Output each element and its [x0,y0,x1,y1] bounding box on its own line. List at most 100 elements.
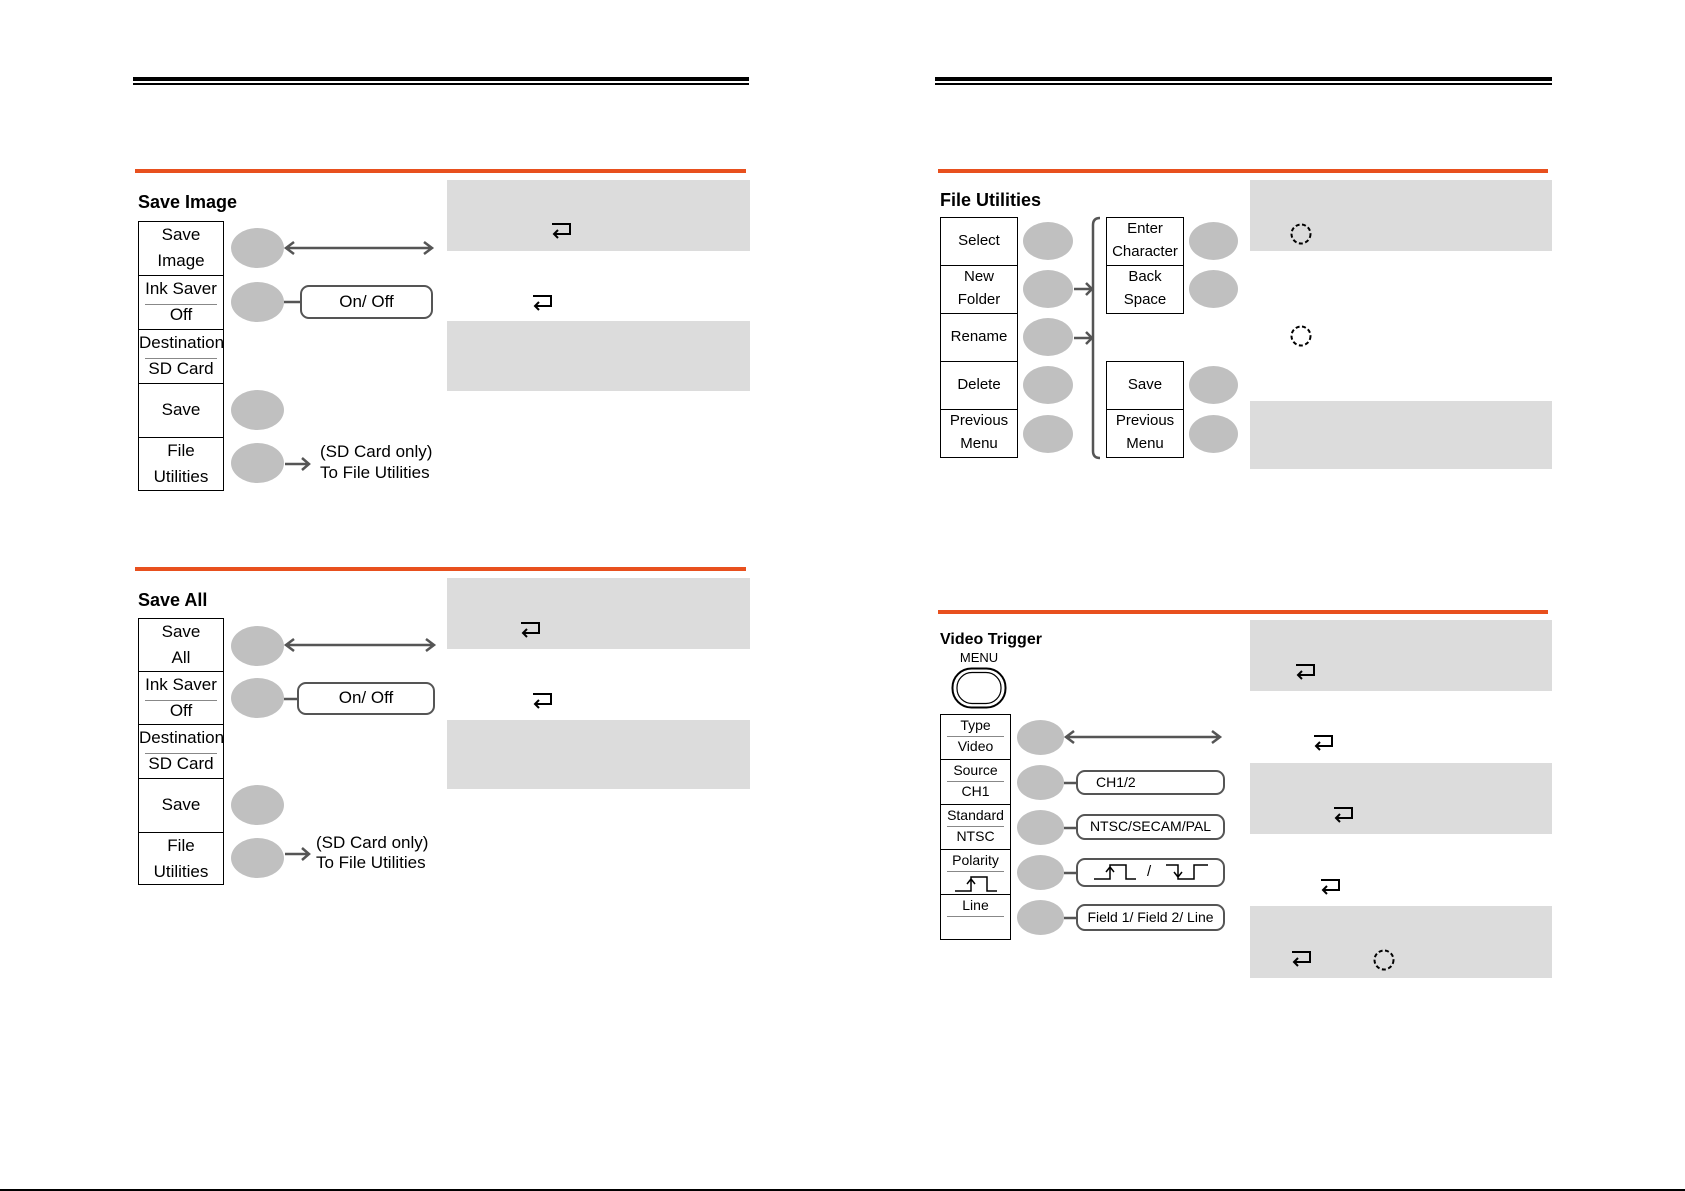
connector-line [1064,871,1078,875]
new-folder-key[interactable]: New Folder [941,266,1017,314]
previous-menu-key[interactable]: Previous Menu [949,412,1009,452]
line-key[interactable]: Line [941,895,1010,941]
connector-line [284,697,298,701]
connector-line [1064,781,1078,785]
section-title-file-utilities: File Utilities [940,190,1042,210]
softkey-5[interactable] [1189,415,1238,453]
enter-icon [1296,664,1315,680]
polarity-key[interactable]: Polarity [941,850,1010,895]
enter-icon [521,622,540,638]
info-panel-save-all-1 [447,578,750,649]
rename-key[interactable]: Rename [941,314,1017,362]
save-key[interactable]: Save [139,384,223,438]
softkey-3[interactable] [1023,318,1073,356]
file-utilities-submenu-bottom: Save Previous Menu [1106,361,1184,458]
softkey-1[interactable] [1023,222,1073,260]
softkey-1[interactable] [231,626,284,666]
softkey-2[interactable] [1023,270,1073,308]
softkey-3[interactable] [1017,810,1064,845]
save-image-key[interactable]: Save Image [139,222,223,276]
info-panel-video-2 [1250,763,1552,834]
page-header-rule-right [935,77,1552,85]
ink-saver-key[interactable]: Ink Saver Off [139,276,223,330]
section-title-save-image: Save Image [138,192,238,212]
info-panel-video-1 [1250,620,1552,691]
file-utilities-note-1: (SD Card only) [316,833,429,852]
knob-icon [1290,223,1312,245]
delete-key[interactable]: Delete [941,362,1017,410]
section-title-save-all: Save All [138,590,208,610]
info-panel-file-utilities-2 [1250,401,1552,469]
enter-icon [533,693,552,709]
arrow-right-icon [285,847,311,861]
file-utilities-menu: Select New Folder Rename Delete Previous… [940,217,1018,458]
info-panel-save-image-1 [447,180,750,251]
softkey-5[interactable] [1017,900,1064,935]
enter-icon [1321,879,1340,895]
info-panel-file-utilities-1 [1250,180,1552,251]
softkey-2[interactable] [231,282,284,322]
enter-icon [533,295,552,311]
enter-icon [1292,951,1311,967]
softkey-5[interactable] [231,838,284,878]
save-key[interactable]: Save [139,779,223,833]
menu-key[interactable] [951,667,1007,709]
softkey-2[interactable] [231,678,284,718]
softkey-4[interactable] [1017,855,1064,890]
softkey-2[interactable] [1017,765,1064,800]
previous-menu-key[interactable]: Previous Menu [1115,412,1175,452]
save-image-menu: Save Image Ink Saver Off Destination SD … [138,221,224,491]
rising-edge-icon [1094,864,1136,880]
standard-key[interactable]: Standard NTSC [941,805,1010,850]
softkey-5[interactable] [231,443,284,483]
ink-saver-key[interactable]: Ink Saver Off [139,672,223,725]
knob-icon [1373,949,1395,971]
ink-saver-option: On/ Off [297,682,435,715]
file-utilities-note-2: To File Utilities [316,853,426,872]
standard-option: NTSC/SECAM/PAL [1076,814,1225,840]
softkey-5[interactable] [1023,415,1073,453]
save-key[interactable]: Save [1107,362,1183,410]
select-key[interactable]: Select [941,218,1017,266]
section-title-video-trigger: Video Trigger [940,631,1042,648]
type-key[interactable]: Type Video [941,715,1010,760]
connector-line [1064,826,1078,830]
polarity-option: / [1076,858,1225,887]
arrow-right-icon [285,457,311,471]
menu-key-label: MENU [959,650,999,665]
knob-icon [1290,325,1312,347]
section-rule-video-trigger [938,610,1548,614]
softkey-4[interactable] [231,785,284,825]
softkey-4[interactable] [1189,366,1238,404]
file-utilities-key[interactable]: File Utilities [153,441,209,486]
page-bottom-edge [0,1189,1685,1191]
connector-line [284,300,302,304]
falling-edge-icon [1166,864,1208,880]
file-utilities-key[interactable]: File Utilities [153,836,209,881]
rising-edge-icon [955,876,997,892]
softkey-1[interactable] [1017,720,1064,755]
save-all-key[interactable]: Save All [139,619,223,672]
source-key[interactable]: Source CH1 [941,760,1010,805]
back-space-key[interactable]: Back Space [1123,268,1167,308]
destination-key[interactable]: Destination SD Card [139,725,224,779]
softkey-1[interactable] [1189,222,1238,260]
info-panel-video-3 [1250,906,1552,978]
double-arrow-icon [283,638,437,652]
softkey-2[interactable] [1189,270,1238,308]
softkey-1[interactable] [231,228,284,268]
page-header-rule-left [133,77,749,85]
softkey-4[interactable] [1023,366,1073,404]
destination-key[interactable]: Destination SD Card [139,330,224,384]
enter-icon [1314,735,1333,751]
softkey-4[interactable] [231,390,284,430]
save-all-menu: Save All Ink Saver Off Destination SD Ca… [138,618,224,885]
source-option: CH1/2 [1076,770,1225,795]
enter-icon [552,223,571,239]
polarity-separator: / [1147,863,1152,880]
section-rule-save-image [135,169,746,173]
connector-line [1064,916,1078,920]
enter-character-key[interactable]: Enter Character [1107,218,1183,266]
video-trigger-menu: Type Video Source CH1 Standard NTSC Pola… [940,714,1011,940]
double-arrow-icon [283,241,435,255]
